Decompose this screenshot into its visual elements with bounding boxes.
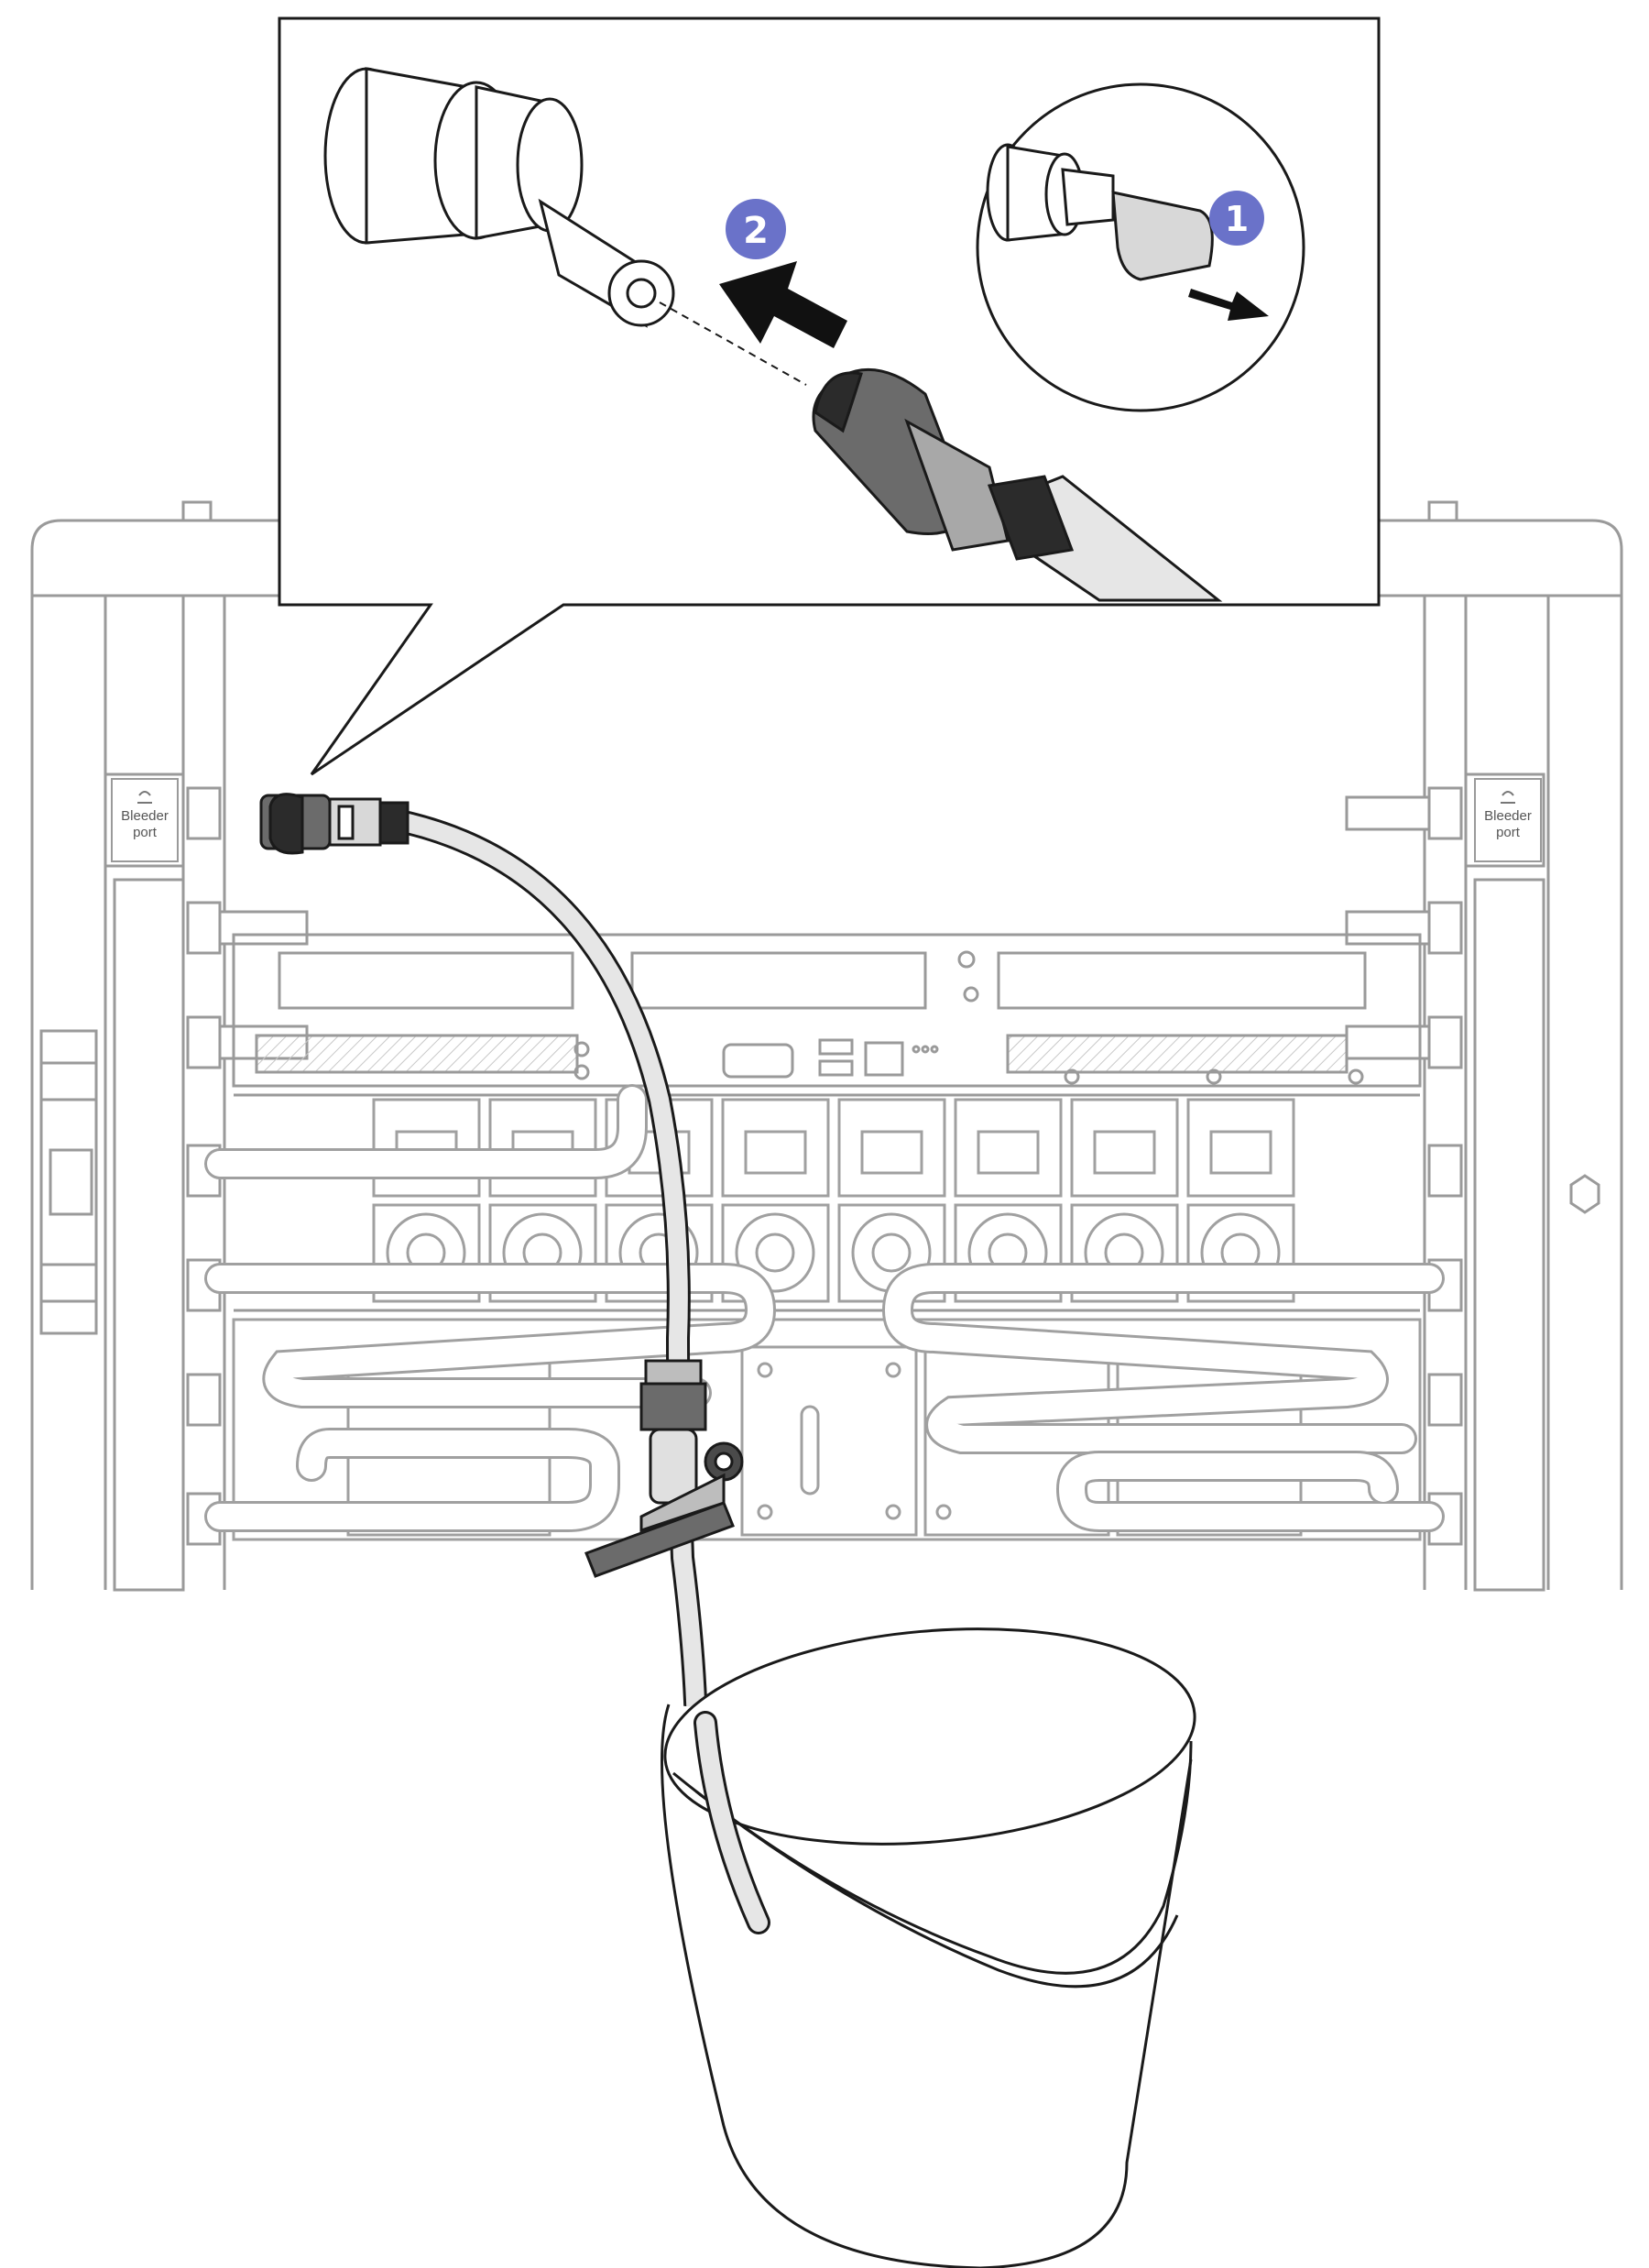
step-badge-2: 2 <box>726 199 786 259</box>
step-badge-1-number: 1 <box>1225 199 1249 239</box>
bleeder-port-label-left-line2: port <box>133 825 158 840</box>
quick-connect-coupling <box>259 793 410 855</box>
ball-valve <box>584 1359 744 1578</box>
water-drop-icon <box>137 791 152 804</box>
water-drop-icon <box>1501 791 1515 804</box>
port-close-up <box>323 67 675 328</box>
step-badge-2-number: 2 <box>743 210 769 252</box>
power-supply-module <box>954 1098 1063 1303</box>
server-chassis <box>232 933 1422 1312</box>
power-supply-module <box>837 1098 946 1303</box>
manifold-hoses <box>204 1084 1445 1532</box>
bucket <box>661 1627 1196 2268</box>
hose-connector-close-up <box>812 367 1223 602</box>
bleeder-port-label-left-line1: Bleeder <box>121 808 169 824</box>
bleeder-port-label-right-line1: Bleeder <box>1484 808 1532 824</box>
bleeder-port-label-left: Bleeder port <box>111 778 179 862</box>
bleeder-hose-outlet <box>693 1711 770 1934</box>
arrow-icon <box>719 261 847 348</box>
step-1-inset <box>976 82 1305 412</box>
arrow-icon <box>1188 289 1269 321</box>
bleeder-port-label-right-line2: port <box>1496 825 1521 840</box>
alignment-guide <box>659 301 807 386</box>
bleeder-port-label-right: Bleeder port <box>1474 778 1542 862</box>
step-badge-1: 1 <box>1209 191 1264 246</box>
